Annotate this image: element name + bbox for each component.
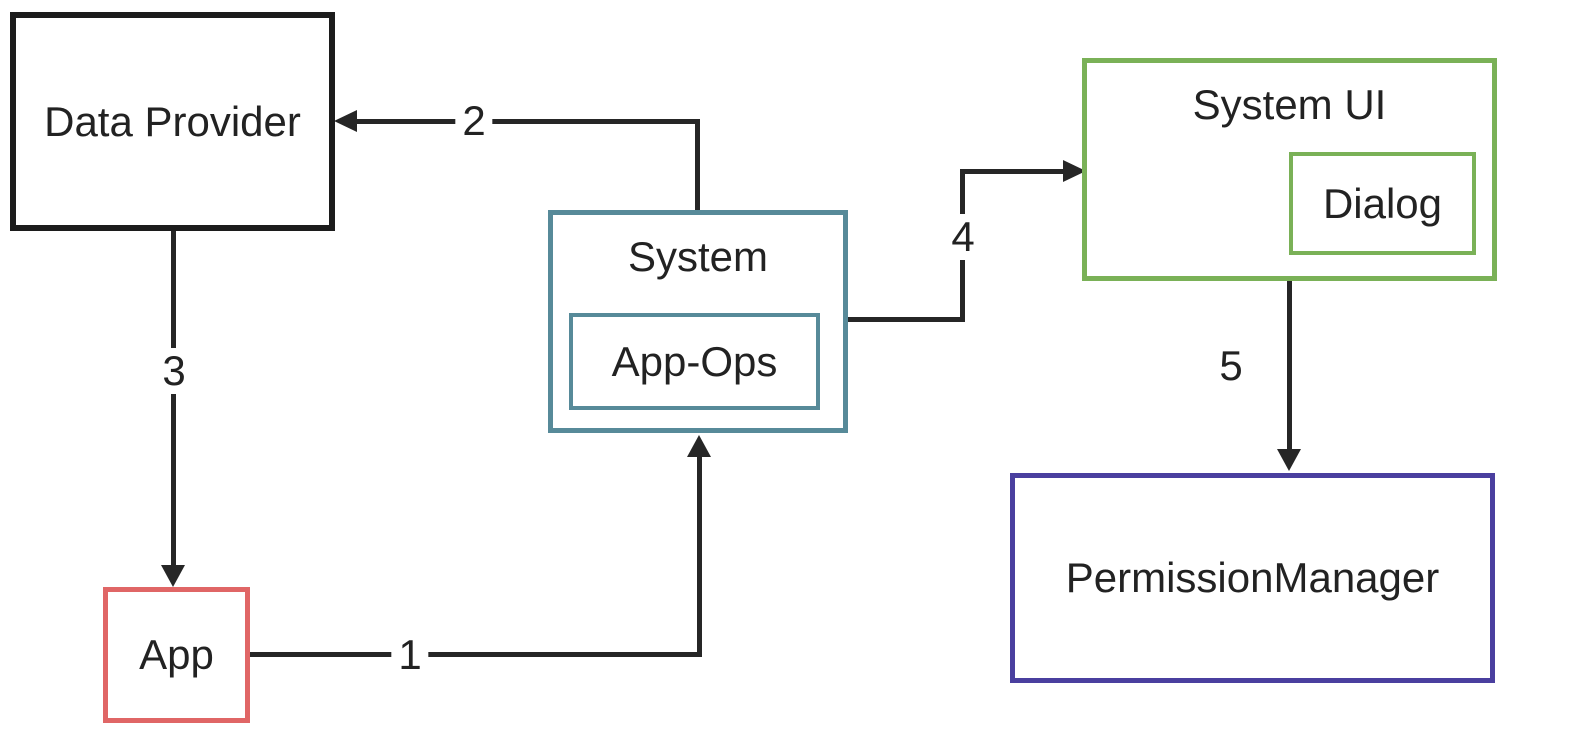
node-app-label: App	[139, 631, 214, 678]
edge-3-arrowhead-down-icon	[161, 565, 185, 587]
edge-4-line-horizontal-lower	[848, 317, 965, 322]
edge-1-line-horizontal	[250, 652, 702, 657]
node-system-ui-label: System UI	[1192, 81, 1387, 128]
node-app-ops: App-Ops	[569, 313, 820, 410]
edge-4-label: 4	[944, 214, 982, 260]
edge-4-line-horizontal-upper	[960, 169, 1063, 174]
edge-1-label: 1	[391, 632, 429, 678]
edge-1-line-vertical	[697, 455, 702, 657]
edge-2-line-horizontal	[356, 119, 700, 124]
node-permission-manager: PermissionManager	[1010, 473, 1495, 683]
node-dialog-label: Dialog	[1322, 179, 1443, 227]
edge-3-line-vertical	[171, 231, 176, 567]
node-data-provider: Data Provider	[10, 12, 335, 231]
node-dialog: Dialog	[1289, 152, 1476, 255]
node-system-label: System	[627, 233, 769, 280]
node-data-provider-label: Data Provider	[44, 97, 301, 145]
edge-2-arrowhead-left-icon	[334, 110, 357, 132]
edge-4-arrowhead-right-icon	[1063, 160, 1086, 182]
node-app-ops-label: App-Ops	[611, 337, 778, 385]
edge-2-line-vertical	[695, 119, 700, 210]
edge-5-arrowhead-down-icon	[1277, 449, 1301, 471]
edge-3-label: 3	[155, 348, 193, 394]
edge-5-label: 5	[1212, 343, 1250, 389]
edge-5-line-vertical	[1287, 281, 1292, 450]
node-app: App	[103, 587, 250, 723]
edge-2-label: 2	[455, 98, 493, 144]
node-permission-manager-label: PermissionManager	[1065, 554, 1440, 601]
edge-1-arrowhead-up-icon	[687, 435, 711, 457]
